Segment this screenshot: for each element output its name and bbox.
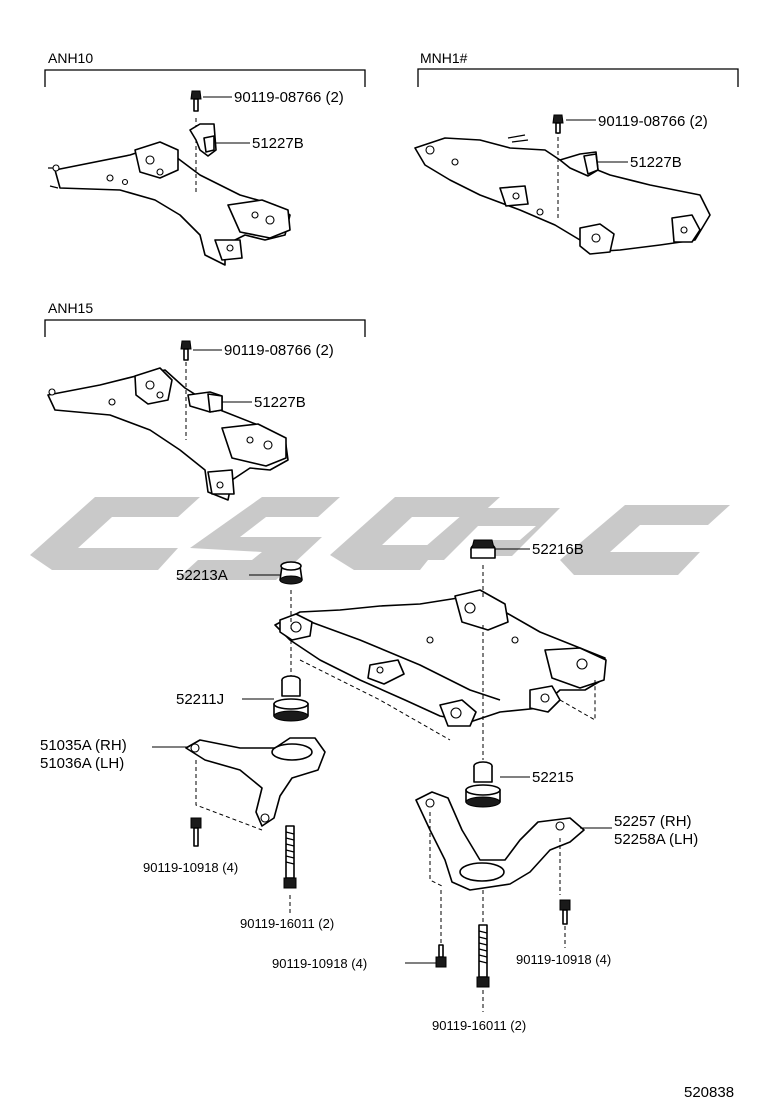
label-52211j: 52211J — [176, 691, 224, 708]
mnh1-bolt-label: 90119-08766 (2) — [598, 113, 708, 130]
anh15-bracket-51227b-icon — [187, 391, 223, 413]
group-label-anh10: ANH10 — [48, 50, 93, 66]
mnh1-bracket-51227b-icon — [559, 151, 599, 177]
label-left-bolt-10918: 90119-10918 (4) — [143, 860, 238, 875]
label-52215: 52215 — [532, 769, 574, 786]
label-52216b: 52216B — [532, 541, 584, 558]
diagram-reference-number: 520838 — [684, 1084, 734, 1101]
bracket-mnh1 — [417, 68, 739, 87]
bracket-anh15 — [44, 319, 366, 337]
mnh1-crossmember-drawing — [414, 130, 711, 255]
bracket-anh10 — [44, 69, 366, 87]
watermark-logo — [30, 497, 730, 580]
cushion-52216b-icon — [470, 539, 496, 559]
group-label-mnh1: MNH1# — [420, 50, 468, 66]
brace-51035a-icon — [185, 737, 326, 831]
anh10-bolt-icon — [190, 90, 202, 112]
brace-52257-icon — [415, 791, 585, 895]
anh15-part-label: 51227B — [254, 394, 306, 411]
label-51036a: 51036A (LH) — [40, 755, 124, 772]
main-crossmember-drawing — [274, 589, 607, 741]
left-bolt-16011-icon — [283, 825, 297, 889]
right-bolt-10918-icon — [559, 899, 571, 925]
label-center-bolt-10918: 90119-10918 (4) — [272, 956, 367, 971]
label-center-bolt-16011: 90119-16011 (2) — [432, 1018, 526, 1033]
label-52257: 52257 (RH) — [614, 813, 692, 830]
anh15-bolt-icon — [180, 340, 192, 361]
anh15-crossmember-drawing — [47, 362, 289, 501]
label-51035a: 51035A (RH) — [40, 737, 127, 754]
anh10-crossmember-drawing — [48, 118, 291, 266]
mnh1-part-label: 51227B — [630, 154, 682, 171]
center-bolt-16011-icon — [476, 924, 490, 988]
cushion-52215-icon — [465, 761, 501, 808]
label-left-bolt-16011: 90119-16011 (2) — [240, 916, 334, 931]
anh10-part-label: 51227B — [252, 135, 304, 152]
center-bolt-10918-icon — [435, 944, 447, 968]
cushion-52213a-icon — [279, 561, 303, 585]
group-label-anh15: ANH15 — [48, 300, 93, 316]
cushion-52211j-icon — [273, 675, 309, 722]
left-bolt-10918-icon — [190, 817, 202, 847]
anh15-bolt-label: 90119-08766 (2) — [224, 342, 334, 359]
mnh1-bolt-icon — [552, 114, 564, 134]
label-52213a: 52213A — [176, 567, 228, 584]
label-52258a: 52258A (LH) — [614, 831, 698, 848]
anh10-bolt-label: 90119-08766 (2) — [234, 89, 344, 106]
anh10-bracket-51227b-icon — [189, 123, 217, 157]
label-right-bolt-10918: 90119-10918 (4) — [516, 952, 611, 967]
